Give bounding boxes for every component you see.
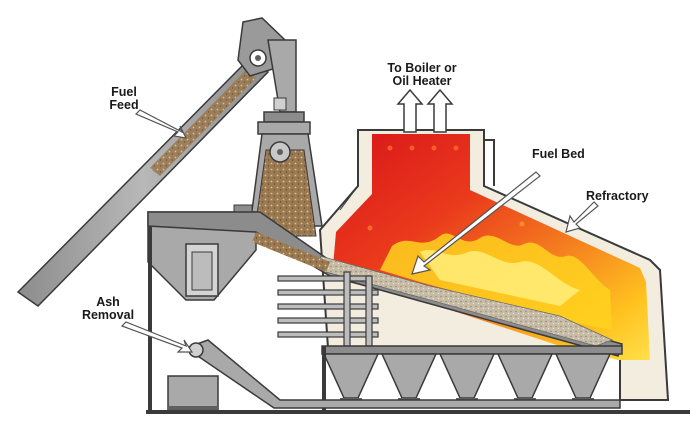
ash-removal-conveyor bbox=[167, 339, 621, 411]
fuel-feed-arrow bbox=[134, 109, 188, 139]
front-housing bbox=[147, 204, 257, 412]
fuel-feed-conveyor bbox=[16, 59, 270, 307]
fuel-feed-label-line2: Feed bbox=[109, 98, 139, 112]
refractory-label: Refractory bbox=[586, 189, 649, 203]
sloped-grate bbox=[147, 211, 623, 357]
to-boiler-label-line1: To Boiler or bbox=[387, 61, 457, 75]
ash-removal-arrow bbox=[120, 321, 194, 353]
ash-removal-label: Ash Removal bbox=[78, 296, 138, 322]
ground-line bbox=[146, 410, 690, 414]
ash-removal-label-line2: Removal bbox=[81, 308, 135, 322]
fuel-hopper bbox=[249, 133, 323, 237]
to-boiler-arrows bbox=[396, 88, 454, 133]
fuel-feed-label: Fuel Feed bbox=[104, 86, 144, 112]
leader-arrows bbox=[120, 109, 599, 353]
refractory-arrow bbox=[565, 201, 599, 233]
fuel-bed-arrow bbox=[411, 171, 541, 275]
fuel-bed-label: Fuel Bed bbox=[532, 147, 585, 161]
combustion-zone bbox=[332, 134, 650, 360]
feed-chute bbox=[257, 39, 311, 135]
to-boiler-label-line2: Oil Heater bbox=[392, 74, 452, 88]
to-boiler-label: To Boiler or Oil Heater bbox=[376, 62, 468, 88]
ash-removal-label-line1: Ash bbox=[96, 295, 120, 309]
fuel-feed-label-line1: Fuel bbox=[111, 85, 137, 99]
